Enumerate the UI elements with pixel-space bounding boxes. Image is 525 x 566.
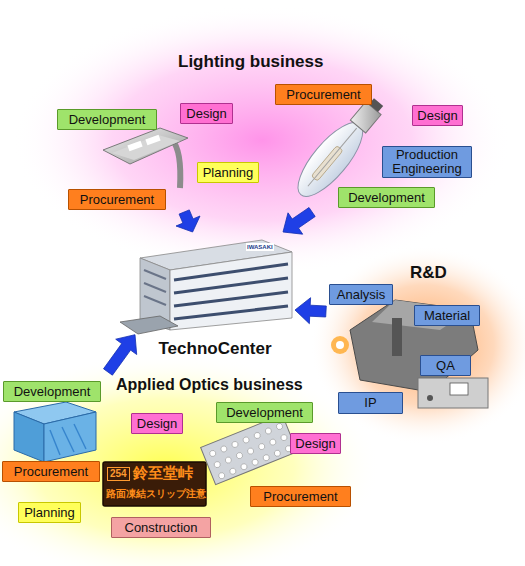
tag-text: Procurement	[80, 193, 154, 207]
tag-text: Design	[417, 109, 457, 123]
function-tag: Construction	[111, 517, 211, 538]
function-tag: Analysis	[329, 284, 393, 305]
function-tag: Design	[131, 413, 183, 434]
region-heading: Applied Optics business	[116, 376, 303, 394]
function-tag: IP	[338, 392, 403, 414]
function-tag: Procurement	[2, 461, 100, 482]
tag-text: Design	[137, 417, 177, 431]
flow-arrow	[295, 298, 326, 324]
function-tag: Design	[412, 105, 463, 126]
center-building-node: TechnoCenter	[135, 232, 295, 362]
function-tag: Development	[216, 402, 313, 423]
function-tag: Planning	[197, 162, 259, 183]
function-tag: Design	[180, 103, 233, 124]
printed-label: 鈴至堂峠	[133, 464, 193, 482]
printed-label: IWASAKI	[246, 243, 274, 251]
tag-text: Procurement	[286, 88, 360, 102]
function-tag: Procurement	[68, 189, 166, 210]
function-tag: QA	[420, 355, 471, 376]
tag-text: Development	[348, 191, 425, 205]
flow-arrow	[283, 208, 315, 235]
led-sign	[103, 462, 206, 506]
flow-arrow	[176, 210, 200, 232]
printed-label: 254	[107, 467, 130, 481]
tag-text: IP	[364, 396, 376, 410]
tag-text: QA	[436, 359, 455, 373]
light-cube	[14, 402, 96, 462]
tag-text: Procurement	[14, 465, 88, 479]
function-tag: Procurement	[250, 486, 351, 507]
tag-text: Material	[424, 309, 470, 323]
function-tag: Development	[57, 109, 157, 130]
tag-text: Development	[69, 113, 146, 127]
business-region: R&D AnalysisMaterialQA IP	[326, 258, 490, 420]
tag-text: Development	[14, 385, 91, 399]
business-region: Applied Optics businessDevelopmentDesign…	[0, 372, 355, 544]
tag-text: Planning	[24, 506, 75, 520]
pink-glow	[12, 5, 512, 275]
tag-text: Construction	[125, 521, 198, 535]
function-tag: Design	[290, 433, 341, 454]
tag-text: Design	[295, 437, 335, 451]
function-tag: Material	[414, 305, 480, 326]
led-fixture	[201, 415, 298, 485]
printed-label: 路面凍結スリップ注意	[106, 487, 206, 501]
function-tag: Development	[338, 187, 435, 208]
function-tag: Production Engineering	[382, 146, 472, 178]
tag-text: Production Engineering	[383, 148, 471, 176]
tag-text: Design	[186, 107, 226, 121]
tag-text: Planning	[203, 166, 254, 180]
function-tag: Development	[3, 381, 101, 402]
tag-text: Development	[226, 406, 303, 420]
tag-text: Analysis	[337, 288, 385, 302]
tag-text: Procurement	[263, 490, 337, 504]
region-heading: Lighting business	[178, 52, 323, 72]
yellow-glow	[0, 353, 380, 566]
business-region: Lighting businessDevelopmentDesignProcur…	[45, 48, 480, 212]
street-light	[103, 128, 188, 188]
center-name: TechnoCenter	[158, 339, 271, 362]
function-tag: Procurement	[275, 84, 372, 105]
region-heading: R&D	[410, 263, 447, 283]
technocenter-building	[120, 203, 292, 334]
function-tag: Planning	[18, 502, 81, 523]
flow-arrow	[104, 335, 137, 376]
